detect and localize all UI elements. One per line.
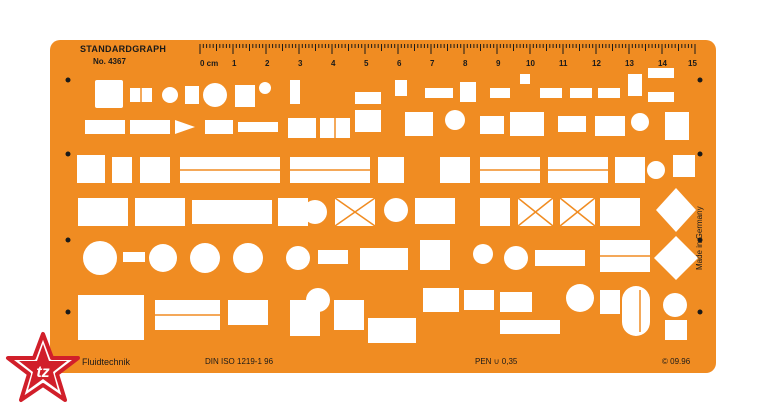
ruler-label-10: 10 — [526, 59, 535, 68]
mounting-holes — [65, 77, 703, 315]
pen-text: PEN — [475, 357, 492, 366]
ruler-label-11: 11 — [559, 59, 568, 68]
symbol-strokes — [140, 88, 650, 332]
ruler-label-5: 5 — [364, 59, 369, 68]
ruler-label-8: 8 — [463, 59, 468, 68]
standard-label: DIN ISO 1219-1 96 — [205, 357, 274, 366]
ruler-label-12: 12 — [592, 59, 601, 68]
ruler-label-14: 14 — [658, 59, 667, 68]
ruler-label-15: 15 — [688, 59, 697, 68]
symbol-cutouts — [77, 68, 698, 343]
logo-text: tz — [36, 364, 49, 381]
made-in-label: Made in Germany — [695, 206, 704, 270]
ruler-ticks — [199, 44, 696, 54]
copyright-label: © 09.96 — [662, 357, 691, 366]
ruler-label-4: 4 — [331, 59, 336, 68]
star-fill-icon — [19, 344, 67, 390]
ruler-label-2: 2 — [265, 59, 270, 68]
ruler-label-3: 3 — [298, 59, 303, 68]
ruler-unit-label: 0 cm — [200, 59, 219, 68]
ruler-label-1: 1 — [232, 59, 237, 68]
ruler-label-7: 7 — [430, 59, 435, 68]
ruler-label-6: 6 — [397, 59, 402, 68]
ruler-label-9: 9 — [496, 59, 501, 68]
pen-size: 0,35 — [501, 357, 518, 366]
pen-label: PEN ∪ 0,35 — [475, 357, 518, 366]
model-number: No. 4367 — [93, 57, 126, 66]
category-label: Fluidtechnik — [82, 357, 131, 367]
brand-name: STANDARDGRAPH — [80, 44, 167, 54]
tz-star-logo: tz — [6, 332, 80, 402]
ruler-label-13: 13 — [625, 59, 634, 68]
